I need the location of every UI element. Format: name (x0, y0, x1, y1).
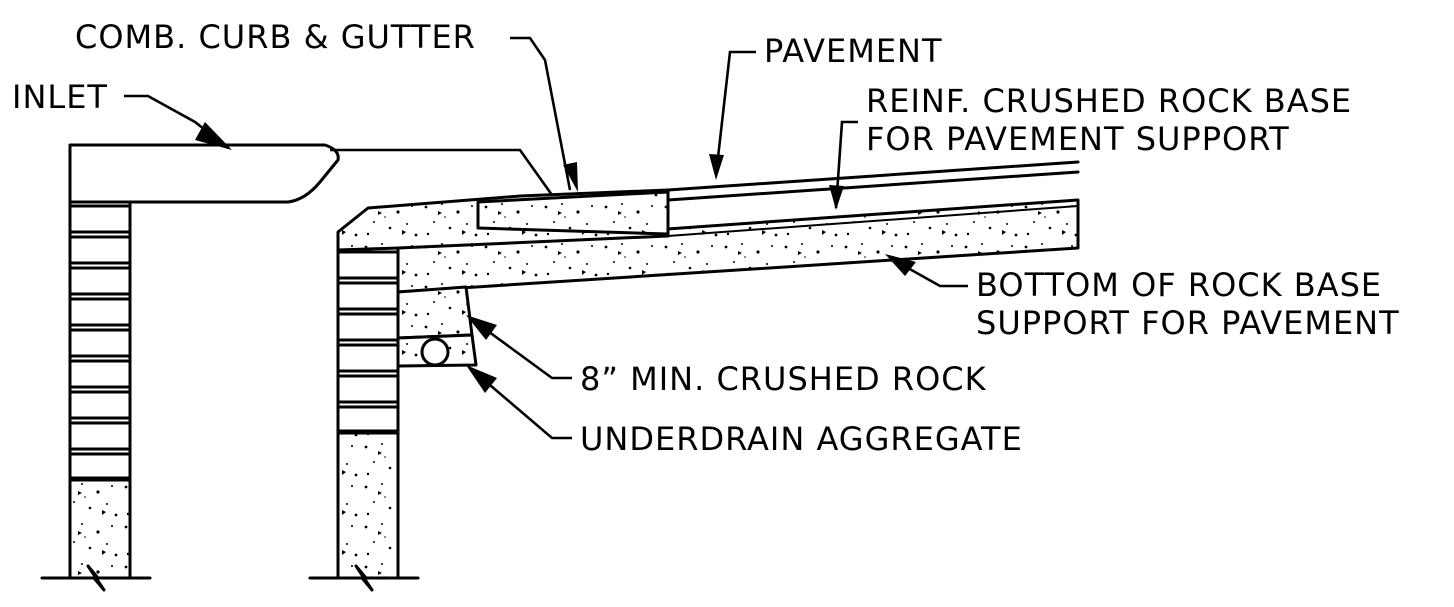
arrow-inlet (195, 122, 232, 150)
underdrain-pipe (420, 337, 450, 367)
arrow-reinf-base (829, 185, 844, 210)
label-crushed-rock: 8” MIN. CRUSHED ROCK (580, 360, 987, 398)
label-reinf-base-2: FOR PAVEMENT SUPPORT (866, 120, 1290, 158)
leader-curb-gutter (510, 36, 572, 191)
inlet-break-line (40, 564, 152, 592)
curb-wall-concrete-base (336, 431, 400, 580)
curb-and-base (336, 160, 1080, 294)
leader-underdrain (469, 367, 572, 440)
label-reinf-base-1: REINF. CRUSHED ROCK BASE (866, 82, 1352, 120)
label-bottom-base-2: SUPPORT FOR PAVEMENT (976, 304, 1400, 342)
curb-wall (308, 246, 420, 592)
arrow-pavement (709, 154, 724, 180)
arrow-curb-gutter (563, 162, 578, 192)
curb-brick-courses (336, 250, 400, 433)
inlet-concrete-base (68, 478, 132, 580)
leader-pavement (714, 50, 756, 176)
arrow-crushed-rock (466, 315, 497, 340)
leaders (124, 36, 968, 440)
labels: COMB. CURB & GUTTER INLET PAVEMENT REINF… (12, 18, 1400, 458)
leader-inlet-curb-line (330, 148, 554, 196)
crushed-rock-zone (396, 285, 474, 340)
pavement-top-line (666, 160, 1080, 192)
inlet-brick-courses (68, 204, 132, 480)
label-underdrain: UNDERDRAIN AGGREGATE (580, 420, 1023, 458)
curb-break-line (308, 564, 420, 592)
leader-reinf-base (834, 120, 858, 209)
underdrain-zone (396, 285, 478, 368)
arrow-bottom-base (885, 254, 916, 276)
base-top-line (667, 205, 1079, 237)
inlet-top-slab (68, 143, 340, 204)
inlet-structure (40, 143, 340, 592)
gutter-pan (476, 190, 670, 236)
arrow-underdrain (466, 365, 497, 393)
label-pavement: PAVEMENT (764, 32, 943, 70)
label-comb-curb-gutter: COMB. CURB & GUTTER (75, 18, 476, 56)
label-bottom-base-1: BOTTOM OF ROCK BASE (976, 266, 1382, 304)
label-inlet: INLET (12, 78, 108, 116)
leader-crushed-rock (469, 316, 572, 380)
pavement-bottom-line (666, 170, 1080, 202)
